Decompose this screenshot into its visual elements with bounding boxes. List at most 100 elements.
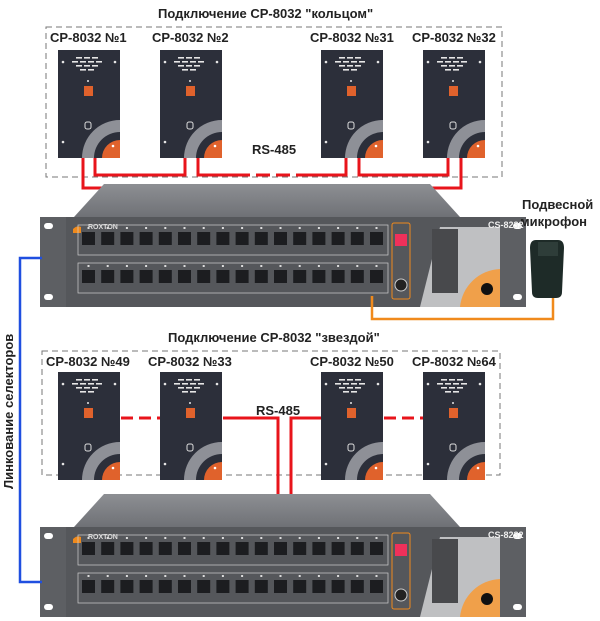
channel-button[interactable] (197, 270, 211, 283)
channel-button[interactable] (331, 232, 345, 245)
rs485-ring-seg-31-32 (357, 158, 450, 177)
channel-button[interactable] (312, 580, 326, 593)
channel-button[interactable] (331, 270, 345, 283)
channel-button[interactable] (293, 542, 307, 555)
ring-panel-32 (422, 49, 486, 159)
channel-button[interactable] (216, 580, 230, 593)
channel-button[interactable] (82, 542, 95, 555)
star-bus-label: RS-485 (256, 403, 301, 418)
channel-button[interactable] (139, 270, 153, 283)
channel-button[interactable] (293, 232, 307, 245)
microphone-label-line1: Подвесной (522, 197, 594, 212)
channel-button[interactable] (312, 232, 326, 245)
channel-button[interactable] (178, 580, 191, 593)
channel-button[interactable] (158, 232, 172, 245)
channel-button[interactable] (254, 270, 268, 283)
rs485-ring-dashed-b (300, 158, 348, 177)
ring-panel-label-31: CP-8032 №31 (310, 30, 394, 45)
mic-level-knob[interactable] (481, 593, 493, 605)
channel-button[interactable] (370, 232, 383, 245)
channel-led (87, 575, 90, 577)
channel-button[interactable] (158, 270, 172, 283)
ring-panel-label-1: CP-8032 №1 (50, 30, 127, 45)
channel-button[interactable] (82, 580, 95, 593)
mic-jack (394, 588, 408, 602)
channel-row-frame (77, 534, 389, 566)
channel-button[interactable] (274, 270, 287, 283)
channel-button[interactable] (120, 270, 134, 283)
channel-row-frame (77, 262, 389, 294)
channel-button[interactable] (139, 232, 153, 245)
talk-frame (391, 222, 411, 300)
channel-button[interactable] (235, 580, 249, 593)
channel-button[interactable] (274, 580, 287, 593)
channel-button[interactable] (101, 232, 115, 245)
channel-button[interactable] (158, 580, 172, 593)
channel-button[interactable] (331, 580, 345, 593)
channel-button[interactable] (139, 580, 153, 593)
channel-button[interactable] (235, 542, 249, 555)
channel-button[interactable] (197, 580, 211, 593)
talk-button[interactable] (395, 234, 407, 246)
mic-cable (370, 296, 555, 321)
channel-button[interactable] (82, 270, 95, 283)
ring-panel-2 (159, 49, 223, 159)
channel-button[interactable] (120, 580, 134, 593)
channel-led (221, 575, 224, 577)
mic-level-knob[interactable] (481, 283, 493, 295)
channel-button[interactable] (101, 270, 115, 283)
star-panel-label-49: CP-8032 №49 (46, 354, 130, 369)
channel-button[interactable] (101, 542, 115, 555)
talk-button[interactable] (395, 544, 407, 556)
star-panel-label-33: CP-8032 №33 (148, 354, 232, 369)
channel-button[interactable] (101, 580, 115, 593)
channel-button[interactable] (120, 232, 134, 245)
channel-button[interactable] (370, 542, 383, 555)
channel-button[interactable] (178, 542, 191, 555)
channel-button[interactable] (158, 542, 172, 555)
channel-button[interactable] (82, 232, 95, 245)
channel-button[interactable] (254, 232, 268, 245)
channel-button[interactable] (216, 232, 230, 245)
channel-button[interactable] (254, 542, 268, 555)
channel-button[interactable] (312, 542, 326, 555)
channel-button[interactable] (331, 542, 345, 555)
channel-led (241, 227, 244, 229)
channel-button[interactable] (370, 580, 383, 593)
rs485-star-right (289, 416, 321, 495)
channel-button[interactable] (312, 270, 326, 283)
channel-led (375, 227, 378, 229)
channel-led (183, 575, 186, 577)
channel-button[interactable] (370, 270, 383, 283)
channel-button[interactable] (274, 232, 287, 245)
channel-button[interactable] (197, 542, 211, 555)
channel-led (279, 537, 282, 539)
channel-button[interactable] (293, 270, 307, 283)
channel-led (125, 575, 128, 577)
channel-button[interactable] (235, 232, 249, 245)
channel-button[interactable] (350, 542, 364, 555)
channel-button[interactable] (274, 542, 287, 555)
channel-led (221, 537, 224, 539)
channel-led (279, 227, 282, 229)
channel-led (87, 265, 90, 267)
ring-bus-label: RS-485 (252, 142, 297, 157)
channel-button[interactable] (216, 542, 230, 555)
channel-button[interactable] (139, 542, 153, 555)
channel-led (106, 575, 109, 577)
channel-button[interactable] (178, 232, 191, 245)
channel-button[interactable] (178, 270, 191, 283)
channel-button[interactable] (254, 580, 268, 593)
channel-button[interactable] (197, 232, 211, 245)
channel-button[interactable] (235, 270, 249, 283)
link-label: Линкование селекторов (1, 333, 16, 489)
channel-button[interactable] (293, 580, 307, 593)
channel-button[interactable] (216, 270, 230, 283)
channel-button[interactable] (120, 542, 134, 555)
channel-led (202, 537, 205, 539)
channel-button[interactable] (350, 232, 364, 245)
channel-led (87, 227, 90, 229)
channel-button[interactable] (350, 580, 364, 593)
channel-button[interactable] (350, 270, 364, 283)
